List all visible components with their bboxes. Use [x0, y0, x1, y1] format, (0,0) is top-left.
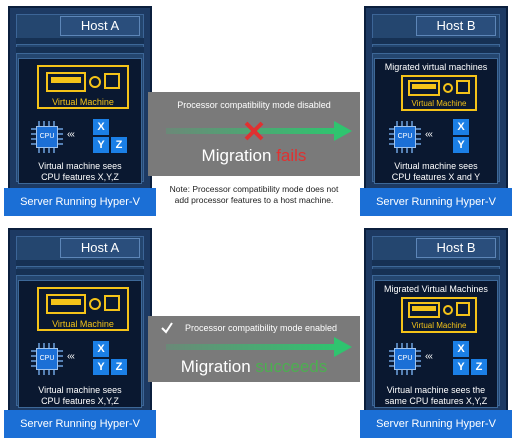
- feature-y: Y: [453, 137, 469, 153]
- virtual-machine-label: Virtual Machine: [52, 97, 114, 107]
- server-base-label: Server Running Hyper-V: [360, 410, 512, 438]
- cpu-chip: CPU: [394, 126, 416, 148]
- feature-z: Z: [471, 359, 487, 375]
- drive-bay: [372, 269, 500, 276]
- drive-bay: [16, 47, 144, 54]
- feature-z: Z: [111, 359, 127, 375]
- host-b-label-top: Host B: [416, 16, 496, 36]
- compatibility-mode-enabled: Processor compatibility mode enabled: [184, 323, 338, 333]
- feature-x: X: [453, 119, 469, 135]
- host-a-label-bottom: Host A: [60, 238, 140, 258]
- feature-x: X: [93, 119, 109, 135]
- virtual-machine-icon: [408, 302, 470, 318]
- cpu-chip: CPU: [36, 126, 58, 148]
- migration-panel-disabled: Processor compatibility mode disabled Mi…: [148, 92, 360, 176]
- migration-arrow-icon: [166, 337, 352, 357]
- server-base-label: Server Running Hyper-V: [360, 188, 512, 216]
- drive-bay: [16, 269, 144, 276]
- drive-bay: [16, 38, 144, 45]
- virtual-machine-box: Virtual Machine: [401, 75, 477, 111]
- migration-result: Migration fails: [201, 146, 307, 165]
- migration-result: Migration succeeds: [180, 357, 328, 376]
- cpu-chip: CPU: [394, 348, 416, 370]
- host-b-server-top: Host B Migrated virtual machines Virtual…: [364, 6, 508, 190]
- result-succeeds: succeeds: [255, 357, 328, 376]
- host-b-label-bottom: Host B: [416, 238, 496, 258]
- host-a-label-top: Host A: [60, 16, 140, 36]
- server-screen: Migrated virtual machines Virtual Machin…: [374, 58, 498, 184]
- feature-z: Z: [111, 137, 127, 153]
- server-base-label: Server Running Hyper-V: [4, 188, 156, 216]
- host-b-server-bottom: Host B Migrated Virtual Machines Virtual…: [364, 228, 508, 414]
- drive-bay: [372, 260, 500, 267]
- feature-y: Y: [453, 359, 469, 375]
- server-base-label: Server Running Hyper-V: [4, 410, 156, 438]
- virtual-machine-icon: [46, 294, 120, 314]
- migration-panel-enabled: Processor compatibility mode enabled Mig…: [148, 316, 360, 382]
- virtual-machine-icon: [408, 80, 470, 96]
- note: Note: Processor compatibility mode does …: [169, 184, 339, 205]
- cpu-chip: CPU: [36, 348, 58, 370]
- drive-bay: [372, 38, 500, 45]
- drive-bay: [372, 47, 500, 54]
- feature-y: Y: [93, 137, 109, 153]
- compatibility-mode-disabled: Processor compatibility mode disabled: [177, 100, 331, 110]
- virtual-machine-icon: [46, 72, 120, 92]
- server-screen: Virtual Machine CPU ‹‹‹ X Y Z Virtual ma…: [18, 280, 142, 408]
- migration-arrow-icon: [166, 121, 352, 141]
- virtual-machine-label: Virtual Machine: [411, 99, 467, 108]
- arrows-icon: ‹‹‹: [67, 129, 75, 140]
- arrows-icon: ‹‹‹: [425, 351, 433, 362]
- feature-x: X: [93, 341, 109, 357]
- fail-x-icon: [244, 121, 264, 141]
- host-a-server-bottom: Host A Virtual Machine CPU ‹‹‹ X Y Z Vir…: [8, 228, 152, 414]
- drive-bay: [16, 260, 144, 267]
- virtual-machine-label: Virtual Machine: [411, 321, 467, 330]
- result-fails: fails: [276, 146, 307, 165]
- feature-y: Y: [93, 359, 109, 375]
- migrated-vm-title: Migrated virtual machines: [384, 62, 488, 72]
- arrows-icon: ‹‹‹: [425, 129, 433, 140]
- virtual-machine-box: Virtual Machine: [401, 297, 477, 333]
- arrows-icon: ‹‹‹: [67, 351, 75, 362]
- migrated-vm-title: Migrated Virtual Machines: [384, 284, 488, 294]
- virtual-machine-box: Virtual Machine: [37, 65, 129, 109]
- feature-x: X: [453, 341, 469, 357]
- server-screen: Virtual Machine CPU ‹‹‹ X Y Z Virtual ma…: [18, 58, 142, 184]
- virtual-machine-label: Virtual Machine: [52, 319, 114, 329]
- virtual-machine-box: Virtual Machine: [37, 287, 129, 331]
- server-screen: Migrated Virtual Machines Virtual Machin…: [374, 280, 498, 408]
- host-a-server-top: Host A Virtual Machine CPU ‹‹‹ X Y Z Vir…: [8, 6, 152, 190]
- checkmark-icon: [161, 322, 173, 334]
